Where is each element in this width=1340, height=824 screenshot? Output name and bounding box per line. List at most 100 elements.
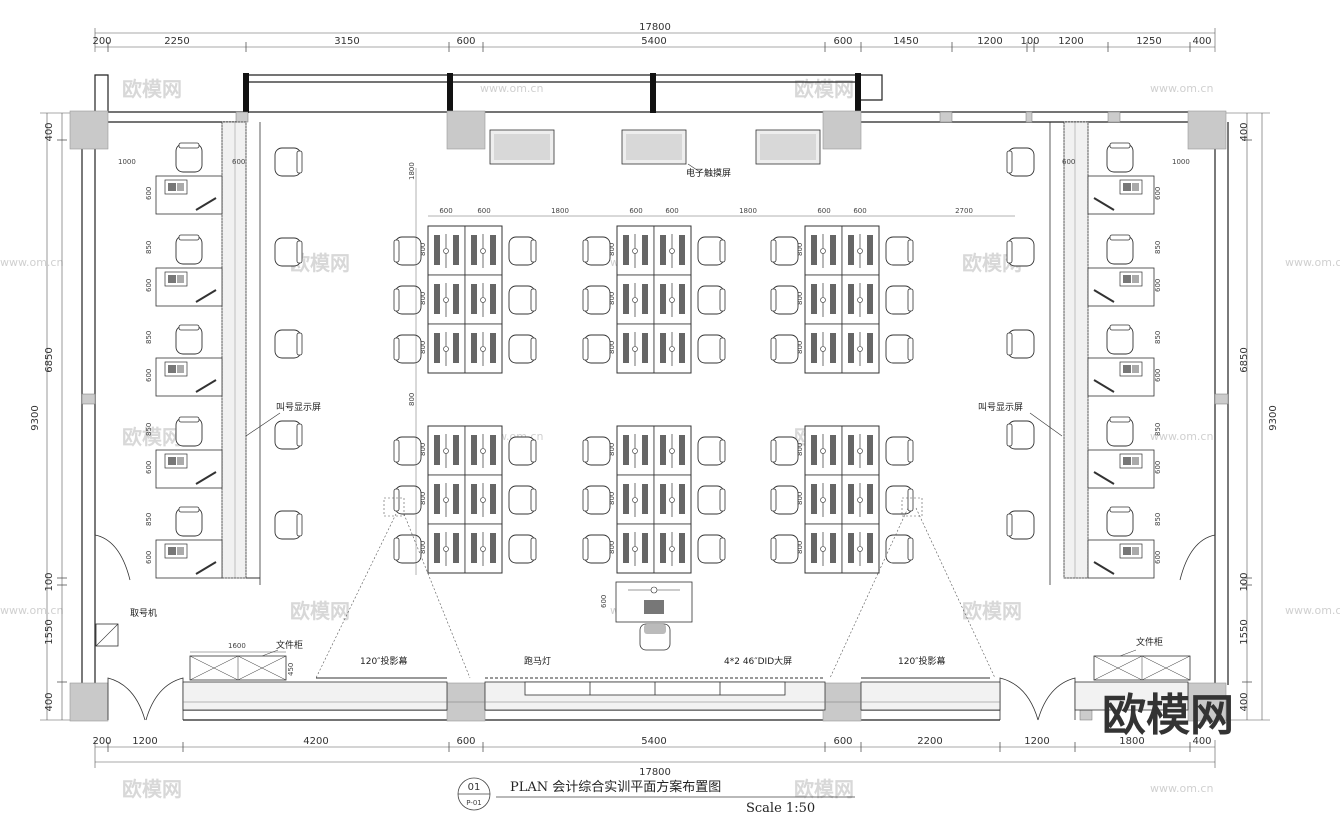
desk-clusters: 8008008008008008008008008008008008008008…: [393, 225, 914, 574]
dim-bottom-segment: 4200: [303, 736, 328, 747]
right-service-counter: [1049, 121, 1089, 585]
dim-top-segment: 1250: [1136, 36, 1161, 47]
title-block: [457, 777, 855, 811]
dimension-ticks: [57, 42, 1252, 752]
student-desk: [653, 225, 692, 276]
chair: [508, 485, 537, 515]
dim-bottom-segment: 2200: [917, 736, 942, 747]
dim-grid-top: 600: [629, 207, 642, 215]
chair: [274, 420, 303, 450]
dim-row-height: 800: [419, 443, 427, 456]
did-screen-wall: [524, 681, 786, 696]
chair: [885, 436, 914, 466]
label-call-display-right: 叫号显示屏: [978, 402, 1023, 413]
dim-row-height: 800: [419, 492, 427, 505]
dim-desk-gap: 850: [1154, 331, 1162, 344]
dim-desk-gap: 850: [1154, 241, 1162, 254]
student-desk: [804, 425, 843, 476]
dim-desk-depth: 600: [1154, 369, 1162, 382]
student-desk: [841, 474, 880, 525]
dim-grid-top: 1800: [739, 207, 757, 215]
service-desk-right: 600: [1087, 142, 1162, 215]
chair: [885, 534, 914, 564]
dim-presenter-depth: 600: [600, 595, 608, 608]
chair: [697, 236, 726, 266]
dim-top-segment: 3150: [334, 36, 359, 47]
watermark-url: www.om.cn: [0, 604, 63, 617]
title-number: 01: [468, 782, 481, 793]
student-desk: [841, 225, 880, 276]
chair: [1006, 329, 1035, 359]
dim-top-segment: 1450: [893, 36, 918, 47]
dim-grid-top: 600: [817, 207, 830, 215]
student-desk: [427, 523, 466, 574]
student-desk: [464, 225, 503, 276]
service-desk-left: 600: [145, 142, 223, 215]
watermark-url: www.om.cn: [1150, 782, 1213, 795]
chair: [508, 436, 537, 466]
dim-bottom-segment: 1200: [1024, 736, 1049, 747]
label-touch-screen: 电子触摸屏: [686, 167, 731, 179]
leader-line: [1029, 412, 1063, 437]
file-cabinet-left: [189, 649, 287, 681]
grid-dimension-lines: [415, 168, 1015, 575]
dim-top-segment: 1200: [1058, 36, 1083, 47]
dim-top-segment: 2250: [164, 36, 189, 47]
dim-row-height: 800: [608, 492, 616, 505]
student-desk: [616, 225, 655, 276]
dim-desk-gap: 850: [1154, 423, 1162, 436]
presenter-desk: [615, 581, 693, 651]
chair: [582, 236, 611, 266]
chair: [1006, 237, 1035, 267]
chair: [508, 236, 537, 266]
chair: [1006, 510, 1035, 540]
dim-grid-top: 2700: [955, 207, 973, 215]
desk-cluster: 800 800 800: [393, 425, 537, 574]
watermark-brand: 欧模网: [122, 77, 182, 101]
label-did-screen: 4*2 46″DID大屏: [724, 655, 792, 667]
dim-cabinet-width: 1600: [228, 642, 246, 650]
label-projection-right: 120″投影幕: [898, 655, 946, 667]
dim-row-height: 800: [419, 541, 427, 554]
dim-grid-top: 600: [853, 207, 866, 215]
window-mullions: [243, 73, 861, 113]
chair: [770, 436, 799, 466]
dim-top-segment: 200: [92, 36, 111, 47]
dim-top-segment: 600: [456, 36, 475, 47]
dim-desk-depth: 600: [1154, 279, 1162, 292]
dim-row-height: 800: [608, 341, 616, 354]
site-logo: 欧模网: [1102, 690, 1234, 741]
student-desk: [653, 323, 692, 374]
student-desk: [464, 274, 503, 325]
student-desk: [653, 425, 692, 476]
student-desk: [653, 274, 692, 325]
dim-top-segment: 100: [1020, 36, 1039, 47]
chair: [697, 534, 726, 564]
left-service-counter: [221, 121, 261, 585]
student-desk: [427, 225, 466, 276]
chair: [770, 485, 799, 515]
dim-grid-top: 600: [665, 207, 678, 215]
label-ticket-machine: 取号机: [130, 607, 157, 619]
chair: [697, 334, 726, 364]
dim-left-segment: 400: [44, 692, 55, 711]
dim-bottom-segment: 1200: [132, 736, 157, 747]
dim-row-height: 800: [419, 292, 427, 305]
dim-desk-depth: 600: [145, 279, 153, 292]
dim-desk-depth: 600: [1154, 551, 1162, 564]
dim-desk-gap: 850: [1154, 513, 1162, 526]
dim-bottom-segment: 400: [1192, 736, 1211, 747]
service-desk-right: 600 850: [1087, 506, 1162, 579]
dim-right-segment: 100: [1239, 572, 1250, 591]
projection-sightlines: [315, 497, 996, 679]
dim-row-height: 800: [419, 341, 427, 354]
dim-left-total: 9300: [30, 405, 41, 430]
